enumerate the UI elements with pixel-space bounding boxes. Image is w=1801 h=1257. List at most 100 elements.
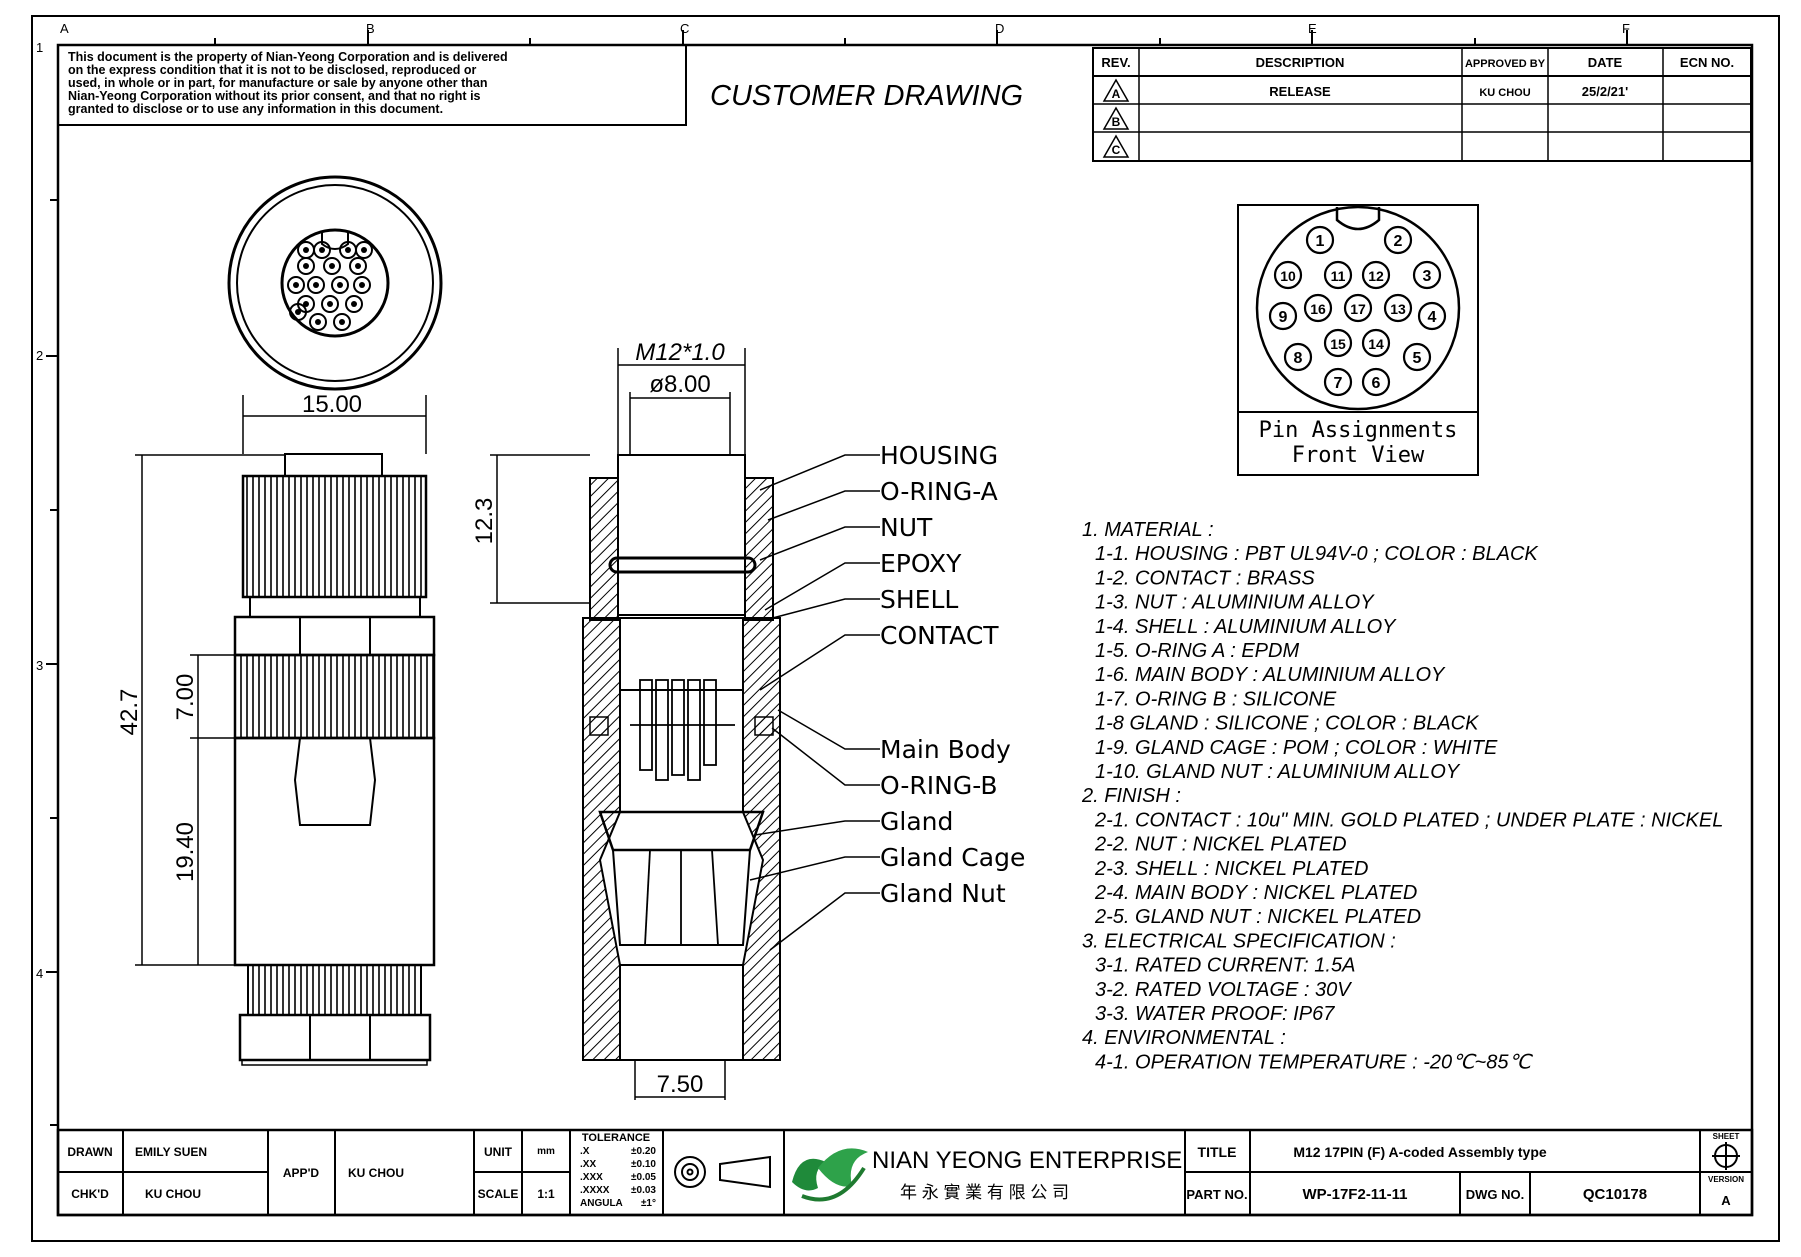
front-pin-center (327, 301, 333, 307)
callout-gland-cage: Gland Cage (880, 843, 1025, 872)
tb-checked-label: CHK'D (71, 1187, 109, 1201)
svg-text:11: 11 (1331, 268, 1346, 284)
rev-header-description: DESCRIPTION (1256, 55, 1345, 70)
svg-text:A: A (1112, 87, 1121, 101)
tolerance-key: ANGULA (580, 1198, 623, 1209)
row-number-4: 4 (36, 966, 43, 981)
tb-version-label: VERSION (1708, 1175, 1744, 1184)
dim-12-3: 12.3 (471, 498, 498, 545)
svg-text:7: 7 (1334, 375, 1343, 392)
spec-line: 1-5. O-RING A : EPDM (1095, 640, 1299, 662)
front-view-pins (287, 241, 373, 331)
pin-7: 7 (1323, 367, 1353, 397)
spec-line: 1-10. GLAND NUT : ALUMINIUM ALLOY (1095, 761, 1461, 783)
front-pin-dot (353, 276, 371, 294)
svg-text:C: C (1112, 143, 1121, 157)
spec-notes: 1. MATERIAL :1-1. HOUSING : PBT UL94V-0 … (1081, 519, 1723, 1073)
pin-4: 4 (1417, 301, 1447, 331)
tolerance-value: ±0.20 (631, 1146, 656, 1157)
svg-text:10: 10 (1280, 268, 1296, 284)
rev-triangle-c: C (1102, 134, 1130, 158)
tb-unit-value: mm (537, 1146, 555, 1157)
tb-scale-label: SCALE (478, 1187, 519, 1201)
front-pin-dot (349, 257, 367, 275)
spec-line: 1-1. HOUSING : PBT UL94V-0 ; COLOR : BLA… (1095, 543, 1539, 565)
svg-text:5: 5 (1413, 350, 1422, 367)
svg-text:6: 6 (1372, 375, 1381, 392)
callout-main-body: Main Body (880, 735, 1011, 764)
callout-gland: Gland (880, 807, 953, 836)
tb-version-value: A (1721, 1193, 1731, 1208)
col-letter-b: B (366, 21, 375, 36)
tb-dwg-value: QC10178 (1583, 1186, 1647, 1203)
svg-text:17: 17 (1350, 301, 1366, 317)
callout-housing: HOUSING (880, 441, 998, 470)
row-markers: 1 2 3 4 (36, 40, 58, 1126)
spec-line: 3-1. RATED CURRENT: 1.5A (1095, 955, 1355, 977)
dim-19-40: 19.40 (172, 822, 199, 882)
column-markers: A B C D E F (60, 21, 1630, 45)
tolerance-key: .XXX (580, 1172, 603, 1183)
svg-text:B: B (1112, 115, 1121, 129)
callout-gland-nut: Gland Nut (880, 879, 1006, 908)
front-pin-center (359, 282, 365, 288)
dim-thread: M12*1.0 (635, 339, 725, 366)
svg-text:8: 8 (1294, 350, 1303, 367)
front-pin-center (295, 309, 301, 315)
tb-scale-value: 1:1 (537, 1187, 555, 1201)
spec-line: 2-3. SHELL : NICKEL PLATED (1094, 858, 1368, 880)
tb-part-label: PART NO. (1186, 1187, 1247, 1202)
spec-line: 1. MATERIAL : (1082, 519, 1214, 541)
front-pin-center (351, 301, 357, 307)
col-letter-f: F (1622, 21, 1630, 36)
tolerance-value: ±0.10 (631, 1159, 656, 1170)
tolerance-value: ±1° (641, 1198, 656, 1209)
tb-unit-label: UNIT (484, 1145, 513, 1159)
svg-text:9: 9 (1279, 309, 1288, 326)
front-pin-dot (333, 313, 351, 331)
dim-7-50: 7.50 (657, 1071, 704, 1098)
svg-text:3: 3 (1423, 268, 1432, 285)
spec-line: 2. FINISH : (1081, 785, 1181, 807)
rev-header-date: DATE (1588, 55, 1623, 70)
tb-drawn-label: DRAWN (67, 1145, 112, 1159)
rev-header-ecn: ECN NO. (1680, 55, 1734, 70)
spec-line: 2-1. CONTACT : 10u" MIN. GOLD PLATED ; U… (1094, 809, 1723, 831)
front-pin-center (303, 301, 309, 307)
company-name-chinese: 年 永 實 業 有 限 公 司 (900, 1183, 1069, 1202)
front-view (227, 175, 443, 391)
col-letter-a: A (60, 21, 69, 36)
spec-line: 3-2. RATED VOLTAGE : 30V (1095, 979, 1352, 1001)
rev-header-approved: APPROVED BY (1465, 58, 1546, 70)
tolerance-key: .XX (580, 1159, 596, 1170)
tolerance-list: .X±0.20.XX±0.10.XXX±0.05.XXXX±0.03ANGULA… (580, 1146, 656, 1209)
spec-line: 4. ENVIRONMENTAL : (1082, 1027, 1286, 1049)
pin-9: 9 (1268, 301, 1298, 331)
svg-text:1: 1 (1316, 233, 1325, 250)
pin-5: 5 (1402, 342, 1432, 372)
row-number-2: 2 (36, 348, 43, 363)
side-view (233, 453, 436, 1066)
front-pin-dot (345, 295, 363, 313)
disclaimer-line-1: This document is the property of Nian-Ye… (68, 50, 508, 64)
front-pin-center (303, 263, 309, 269)
spec-line: 1-9. GLAND CAGE : POM ; COLOR : WHITE (1095, 737, 1498, 759)
pin-face-outline (1255, 205, 1461, 411)
front-pin-center (337, 282, 343, 288)
pin-13: 13 (1383, 293, 1413, 323)
callout-epoxy: EPOXY (880, 549, 962, 578)
callout-contact: CONTACT (880, 621, 999, 650)
tb-checked-value: KU CHOU (145, 1187, 201, 1201)
front-pin-dot (323, 257, 341, 275)
svg-text:15: 15 (1330, 336, 1346, 352)
callout-leaders (749, 454, 880, 951)
pin-16: 16 (1303, 293, 1333, 323)
disclaimer-line-5: granted to disclose or to use any inform… (68, 102, 443, 116)
tb-dwg-label: DWG NO. (1466, 1187, 1525, 1202)
tb-part-value: WP-17F2-11-11 (1302, 1186, 1407, 1203)
rev-a-date: 25/2/21' (1582, 84, 1628, 99)
spec-line: 1-2. CONTACT : BRASS (1095, 567, 1315, 589)
callout-o-ring-b: O-RING-B (880, 771, 998, 800)
front-pin-dot (355, 241, 373, 259)
